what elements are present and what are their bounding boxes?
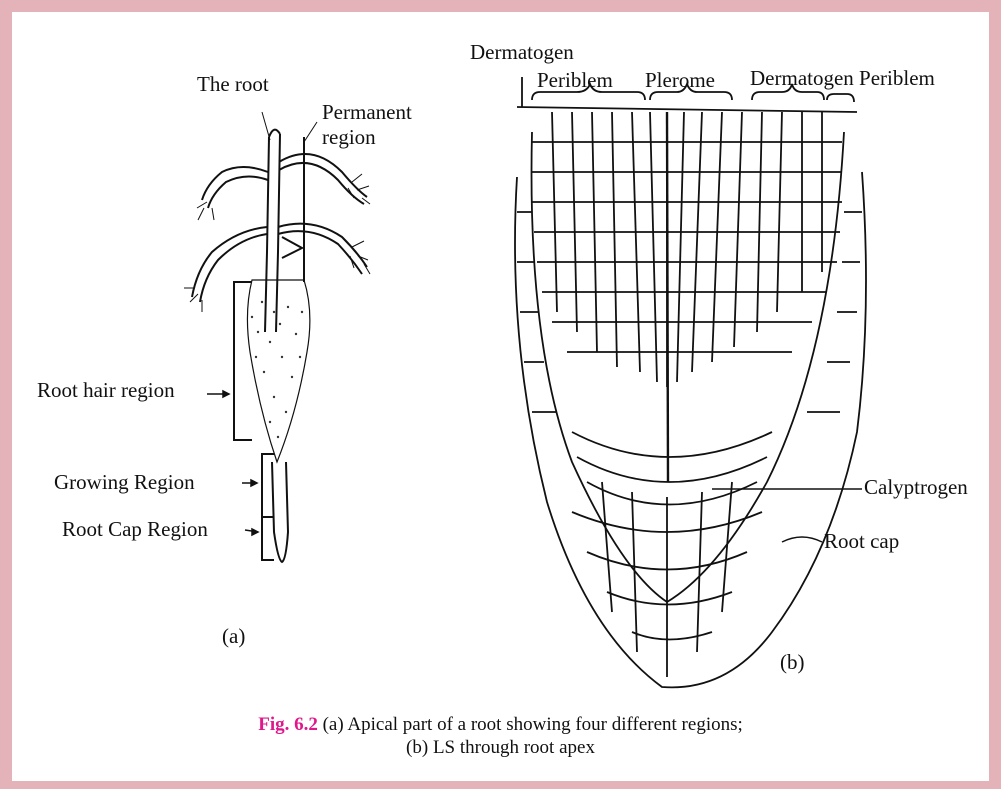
panel-label-a: (a)	[222, 626, 245, 647]
label-the-root: The root	[197, 74, 269, 95]
figure-panel: The root Permanent region Root hair regi…	[12, 12, 989, 781]
caption-line-1: (a) Apical part of a root showing four d…	[323, 714, 743, 735]
label-root-hair-region: Root hair region	[37, 380, 175, 401]
label-dermatogen-left: Dermatogen	[470, 42, 574, 63]
label-periblem-left: Periblem	[537, 70, 613, 91]
label-root-cap-region: Root Cap Region	[62, 519, 208, 540]
figure-number: Fig. 6.2	[258, 714, 318, 735]
caption-line-2: (b) LS through root apex	[406, 737, 595, 758]
root-system-illustration	[184, 112, 370, 562]
label-permanent-region: Permanent region	[322, 100, 412, 150]
label-arrows-a	[207, 391, 258, 535]
label-root-cap: Root cap	[824, 531, 899, 552]
label-dermatogen-periblem: Dermatogen Periblem	[750, 68, 935, 89]
figure-caption: Fig. 6.2 (a) Apical part of a root showi…	[12, 714, 989, 760]
label-plerome: Plerome	[645, 70, 715, 91]
root-apex-ls-illustration	[515, 107, 866, 687]
label-growing-region: Growing Region	[54, 472, 195, 493]
label-calyptrogen: Calyptrogen	[864, 477, 968, 498]
panel-label-b: (b)	[780, 652, 805, 673]
